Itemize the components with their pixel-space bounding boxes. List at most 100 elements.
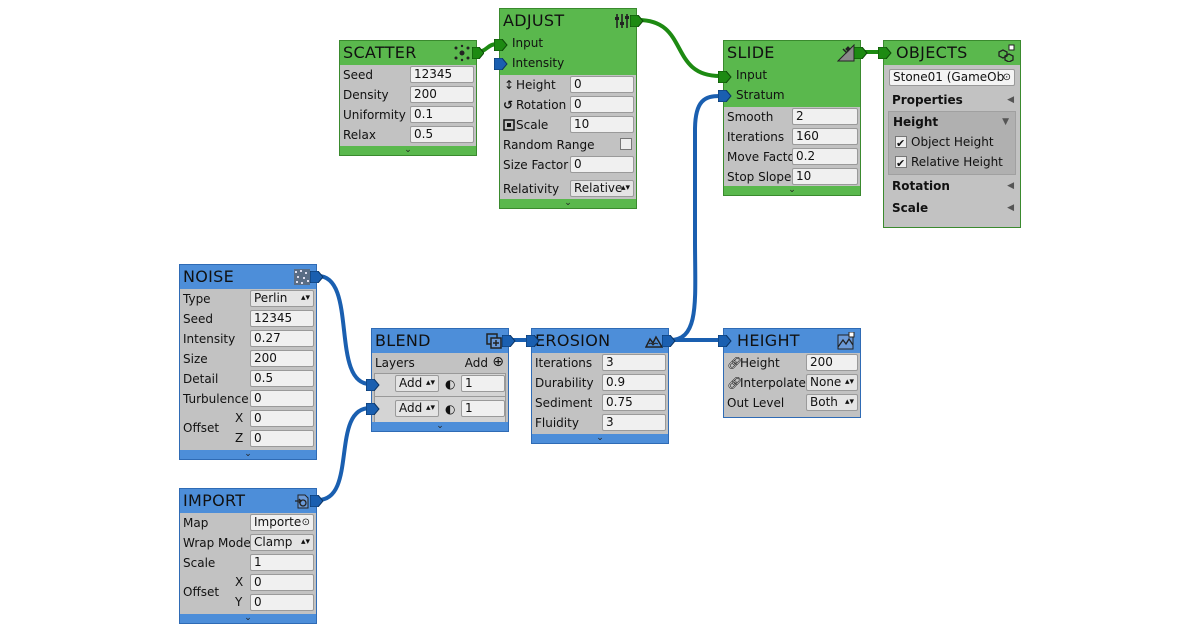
objects-node[interactable]: OBJECTS Stone01 (GameOb⊙ Properties◀ Hei…: [878, 40, 1021, 228]
noise-offset-z-field[interactable]: 0: [250, 430, 314, 447]
slide-inputs: Input Stratum: [724, 65, 860, 107]
erosion-fluidity-field[interactable]: 3: [602, 414, 666, 431]
out-level-dropdown[interactable]: Both▴▾: [806, 394, 858, 411]
properties-section[interactable]: Properties◀: [884, 89, 1020, 111]
noise-header[interactable]: NOISE: [180, 265, 316, 289]
layer-2-opacity-field[interactable]: 1: [461, 400, 505, 417]
object-height-checkbox[interactable]: [895, 134, 907, 154]
slide-header[interactable]: SLIDE: [724, 41, 860, 65]
object-height-row[interactable]: Object Height: [889, 132, 1015, 154]
import-header[interactable]: IMPORT: [180, 489, 316, 513]
object-picker-icon[interactable]: ⊙: [1002, 72, 1011, 83]
slide-input-input[interactable]: Input: [724, 65, 860, 85]
objects-input-port[interactable]: [878, 47, 892, 59]
rotation-section[interactable]: Rotation◀: [884, 175, 1020, 197]
height-input-port[interactable]: [718, 335, 732, 347]
expand-chevron-icon[interactable]: ⌄: [180, 450, 316, 459]
type-dropdown[interactable]: Perlin▴▾: [250, 290, 314, 307]
slide-input-port[interactable]: [718, 71, 732, 83]
relative-height-checkbox[interactable]: [895, 154, 907, 174]
noise-size-field[interactable]: 200: [250, 350, 314, 367]
scale-section[interactable]: Scale◀: [884, 197, 1020, 219]
uniformity-field[interactable]: 0.1: [410, 106, 474, 123]
noise-output-port[interactable]: [310, 271, 324, 283]
noise-seed-field[interactable]: 12345: [250, 310, 314, 327]
adjust-intensity-port[interactable]: [494, 58, 508, 70]
expand-chevron-icon[interactable]: ⌄: [340, 146, 476, 155]
object-field[interactable]: Stone01 (GameOb⊙: [889, 69, 1015, 86]
import-offset-y-field[interactable]: 0: [250, 594, 314, 611]
adjust-scale-field[interactable]: 10: [570, 116, 634, 133]
objects-header[interactable]: OBJECTS: [884, 41, 1020, 65]
erosion-input-port[interactable]: [526, 335, 540, 347]
adjust-rotation-field[interactable]: 0: [570, 96, 634, 113]
wrap-mode-dropdown[interactable]: Clamp▴▾: [250, 534, 314, 551]
adjust-header[interactable]: ADJUST: [500, 9, 636, 33]
erosion-iterations-field[interactable]: 3: [602, 354, 666, 371]
adjust-output-port[interactable]: [630, 15, 644, 27]
adjust-height-field[interactable]: 0: [570, 76, 634, 93]
import-offset-x-field[interactable]: 0: [250, 574, 314, 591]
size-factor-field[interactable]: 0: [570, 156, 634, 173]
noise-turbulence-field[interactable]: 0: [250, 390, 314, 407]
noise-offset-x-field[interactable]: 0: [250, 410, 314, 427]
noise-detail-field[interactable]: 0.5: [250, 370, 314, 387]
adjust-input-port[interactable]: [494, 39, 508, 51]
interpolate-dropdown[interactable]: None▴▾: [806, 374, 858, 391]
add-layer-icon[interactable]: ⊕: [492, 354, 504, 370]
adjust-input-intensity[interactable]: Intensity: [500, 53, 636, 73]
seed-field[interactable]: 12345: [410, 66, 474, 83]
relative-height-row[interactable]: Relative Height: [889, 152, 1015, 174]
density-field[interactable]: 200: [410, 86, 474, 103]
move-factor-field[interactable]: 0.2: [792, 148, 858, 165]
slide-stratum-port[interactable]: [718, 90, 732, 102]
blend-layer-1-input-port[interactable]: [366, 379, 380, 391]
import-scale-field[interactable]: 1: [250, 554, 314, 571]
adjust-input-input[interactable]: Input: [500, 33, 636, 53]
iterations-field[interactable]: 160: [792, 128, 858, 145]
erosion-sediment-field[interactable]: 0.75: [602, 394, 666, 411]
layer-1-opacity-field[interactable]: 1: [461, 375, 505, 392]
noise-intensity-field[interactable]: 0.27: [250, 330, 314, 347]
expand-chevron-icon[interactable]: ⌄: [724, 186, 860, 195]
stop-slope-field[interactable]: 10: [792, 168, 858, 185]
expand-chevron-icon[interactable]: ⌄: [500, 199, 636, 208]
adjust-node[interactable]: ADJUST Input Intensity Height↕0 Rotation…: [494, 8, 644, 209]
import-output-port[interactable]: [310, 495, 324, 507]
height-value-field[interactable]: 200: [806, 354, 858, 371]
layer-2-mode-dropdown[interactable]: Add▴▾: [395, 400, 439, 417]
object-picker-icon[interactable]: ⊙: [301, 517, 310, 528]
scatter-output-port[interactable]: [472, 47, 484, 59]
expand-chevron-icon[interactable]: ⌄: [180, 614, 316, 623]
relax-field[interactable]: 0.5: [410, 126, 474, 143]
expand-chevron-icon[interactable]: ⌄: [532, 434, 668, 443]
iterations-label: Iterations: [535, 356, 593, 370]
slide-input-stratum[interactable]: Stratum: [724, 85, 860, 105]
erosion-header[interactable]: EROSION: [532, 329, 668, 353]
random-range-checkbox[interactable]: [620, 138, 632, 150]
relativity-dropdown[interactable]: Relative▴▾: [570, 180, 634, 197]
slide-output-port[interactable]: [854, 47, 868, 59]
layer-1-mode-dropdown[interactable]: Add▴▾: [395, 375, 439, 392]
blend-header[interactable]: BLEND: [372, 329, 508, 353]
smooth-field[interactable]: 2: [792, 108, 858, 125]
erosion-durability-field[interactable]: 0.9: [602, 374, 666, 391]
blend-output-port[interactable]: [502, 335, 516, 347]
map-field[interactable]: Importe⊙: [250, 514, 314, 531]
height-header[interactable]: HEIGHT: [724, 329, 860, 353]
expand-chevron-icon[interactable]: ⌄: [372, 422, 508, 431]
blend-layer-2-input-port[interactable]: [366, 403, 380, 415]
erosion-output-port[interactable]: [662, 335, 676, 347]
scatter-header[interactable]: SCATTER: [340, 41, 476, 65]
height-section[interactable]: Height▼: [889, 112, 1015, 132]
